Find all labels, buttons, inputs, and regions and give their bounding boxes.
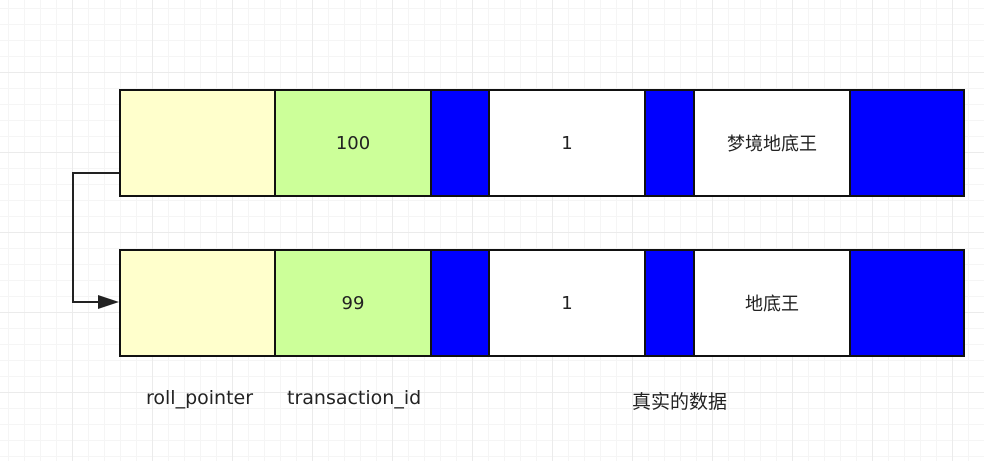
separator-block [432, 251, 490, 355]
separator-block [646, 91, 695, 195]
roll-pointer-cell [121, 251, 276, 355]
record-row-current: 100 1 梦境地底王 [119, 89, 965, 197]
arrow-line [72, 172, 119, 303]
separator-block [851, 251, 963, 355]
roll-pointer-label: roll_pointer [146, 387, 254, 409]
transaction-id-label: transaction_id [287, 387, 422, 409]
data-cell-id: 1 [490, 251, 646, 355]
transaction-id-cell: 99 [276, 251, 432, 355]
real-data-label: 真实的数据 [632, 391, 728, 413]
data-cell-name: 梦境地底王 [695, 91, 851, 195]
separator-block [851, 91, 963, 195]
transaction-id-cell: 100 [276, 91, 432, 195]
data-cell-id: 1 [490, 91, 646, 195]
arrow-head [98, 295, 119, 309]
separator-block [646, 251, 695, 355]
record-row-previous: 99 1 地底王 [119, 249, 965, 357]
roll-pointer-cell [121, 91, 276, 195]
separator-block [432, 91, 490, 195]
data-cell-name: 地底王 [695, 251, 851, 355]
